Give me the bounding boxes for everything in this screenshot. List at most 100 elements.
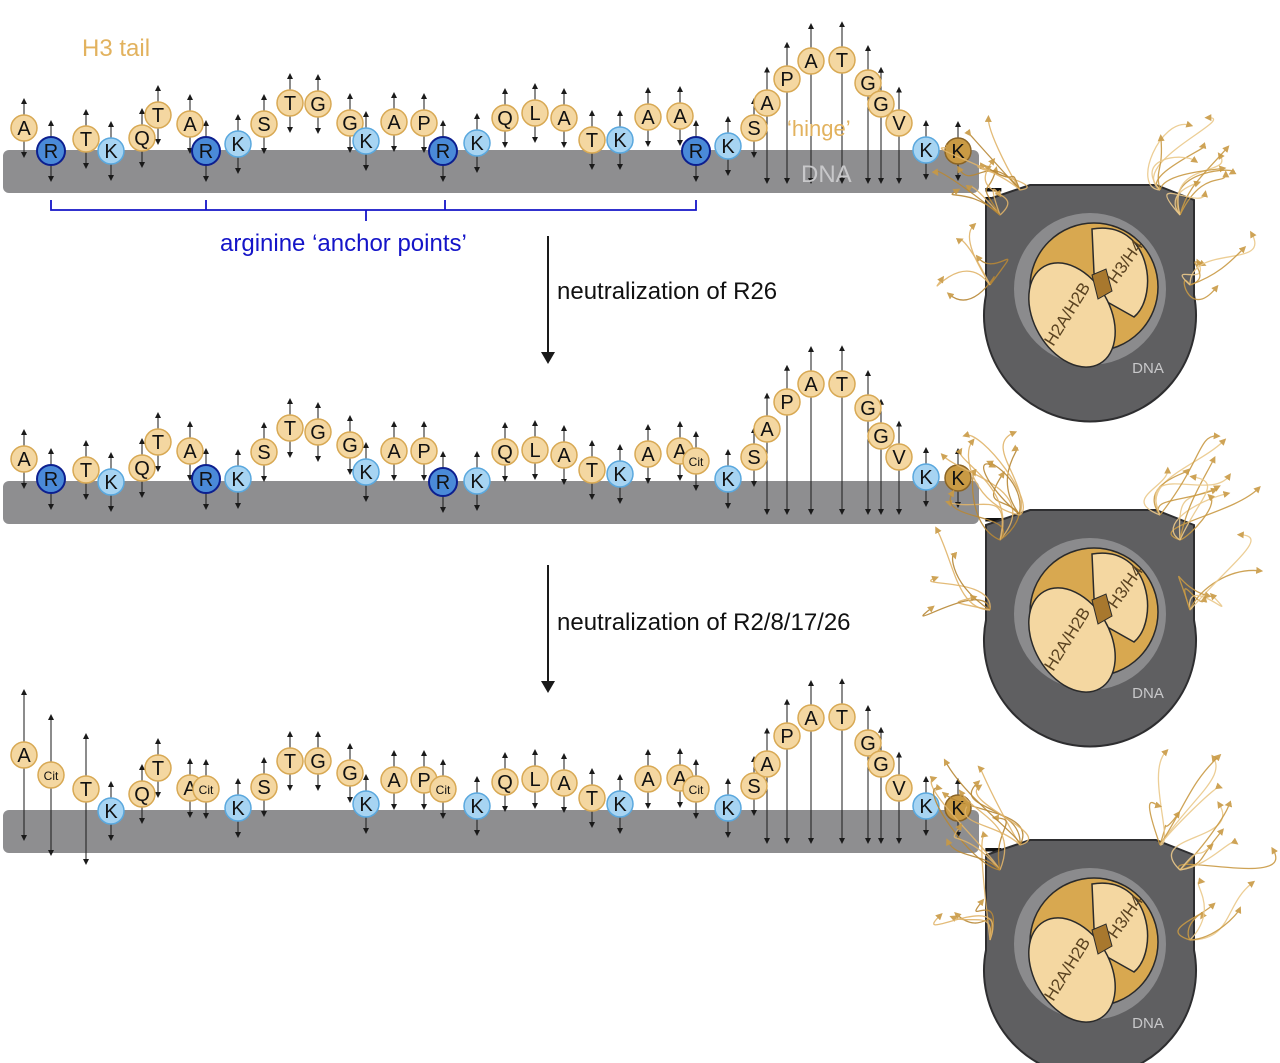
residue-q: Q bbox=[491, 104, 519, 132]
residue-t: T bbox=[276, 414, 304, 442]
residue-circle bbox=[550, 441, 578, 469]
residue-letter: K bbox=[721, 798, 735, 820]
residue-k: K bbox=[606, 790, 634, 818]
residue-letter: K bbox=[951, 141, 965, 163]
h2ah2b-lobe bbox=[1028, 587, 1116, 693]
tail-strand bbox=[930, 575, 991, 611]
tail-strand bbox=[945, 500, 1004, 541]
tail-strand bbox=[1159, 753, 1222, 846]
residue-circle bbox=[912, 136, 940, 164]
residue-circle bbox=[276, 414, 304, 442]
residue-letter: A bbox=[641, 769, 655, 791]
residue-circle bbox=[224, 465, 252, 493]
tail-strand bbox=[1151, 156, 1199, 191]
residue-circle bbox=[491, 768, 519, 796]
residue-circle bbox=[885, 774, 913, 802]
residue-letter: Q bbox=[134, 128, 150, 150]
residue-v: V bbox=[885, 774, 913, 802]
residue-letter: Q bbox=[497, 108, 513, 130]
step1-label: neutralization of R26 bbox=[557, 278, 777, 305]
residue-letter: K bbox=[104, 801, 118, 823]
residue-l: L bbox=[521, 765, 549, 793]
residue-circle bbox=[912, 792, 940, 820]
tail-strand bbox=[955, 447, 1004, 541]
residue-circle bbox=[867, 750, 895, 778]
residue-circle bbox=[606, 460, 634, 488]
tail-strand bbox=[1148, 801, 1163, 846]
residue-a: A bbox=[380, 437, 408, 465]
residue-circle bbox=[37, 761, 65, 789]
tail-strand bbox=[958, 789, 1006, 871]
residue-circle bbox=[224, 794, 252, 822]
residue-t: T bbox=[72, 125, 100, 153]
residue-letter: G bbox=[860, 733, 876, 755]
residue-circle bbox=[773, 722, 801, 750]
motion-arrows bbox=[21, 678, 961, 865]
residue-letter: P bbox=[780, 69, 793, 91]
residue-letter: K bbox=[721, 469, 735, 491]
residue-circle bbox=[797, 370, 825, 398]
tail-strand bbox=[954, 912, 993, 941]
residue-letter: A bbox=[17, 745, 31, 767]
tail-strand bbox=[985, 166, 1001, 216]
tail-strand bbox=[922, 599, 991, 617]
residue-circle bbox=[176, 110, 204, 138]
residue-letter: T bbox=[80, 129, 92, 151]
residue-circle bbox=[380, 766, 408, 794]
residue-circle bbox=[191, 136, 221, 166]
tail-strand bbox=[1177, 152, 1225, 216]
residue-r: R bbox=[191, 136, 221, 166]
tail-strand bbox=[1178, 575, 1212, 611]
tail-strand bbox=[1189, 592, 1223, 611]
tail-strand bbox=[1179, 473, 1209, 541]
tail-strand bbox=[1179, 828, 1224, 871]
residue-s: S bbox=[250, 773, 278, 801]
residue-cit: Cit bbox=[429, 775, 457, 803]
residue-letter: T bbox=[836, 707, 848, 729]
residue-letter: V bbox=[892, 778, 906, 800]
residue-g: G bbox=[336, 431, 364, 459]
tail-strand bbox=[953, 823, 1001, 871]
residue-a: A bbox=[550, 769, 578, 797]
residue-circle bbox=[681, 136, 711, 166]
residue-letter: K bbox=[470, 471, 484, 493]
residue-q: Q bbox=[128, 780, 156, 808]
residue-k: K bbox=[463, 792, 491, 820]
dna-bar-2 bbox=[3, 481, 979, 524]
residue-circle bbox=[336, 759, 364, 787]
tail-strand bbox=[1189, 880, 1256, 941]
histone-tail-tangle bbox=[929, 749, 1278, 941]
residue-circle bbox=[10, 741, 38, 769]
residue-k: K bbox=[912, 136, 940, 164]
tail-strand bbox=[1179, 843, 1214, 871]
tail-strand bbox=[950, 551, 991, 611]
residue-l: L bbox=[521, 99, 549, 127]
tail-strand bbox=[1166, 190, 1208, 216]
h2ah2b-lobe bbox=[1028, 262, 1116, 368]
tail-strand bbox=[1154, 473, 1231, 516]
residue-circle bbox=[463, 467, 491, 495]
residue-a: A bbox=[797, 47, 825, 75]
residue-letter: R bbox=[199, 469, 213, 491]
residue-p: P bbox=[773, 388, 801, 416]
residue-circle bbox=[428, 467, 458, 497]
residue-letter: Q bbox=[497, 442, 513, 464]
residue-a: A bbox=[550, 104, 578, 132]
residue-q: Q bbox=[491, 438, 519, 466]
residue-letter: K bbox=[919, 796, 933, 818]
residue-letter: G bbox=[860, 398, 876, 420]
tail-strand bbox=[962, 430, 1024, 516]
residue-g: G bbox=[854, 394, 882, 422]
tail-strand bbox=[1157, 134, 1165, 191]
residue-circle bbox=[429, 775, 457, 803]
residue-cit: Cit bbox=[37, 761, 65, 789]
residue-circle bbox=[773, 65, 801, 93]
tail-strand bbox=[984, 114, 1021, 191]
residue-letter: A bbox=[557, 108, 571, 130]
residue-letter: A bbox=[641, 444, 655, 466]
residue-circle bbox=[521, 436, 549, 464]
residue-letter: K bbox=[104, 472, 118, 494]
octamer-core-notch bbox=[1091, 593, 1113, 625]
residue-letter: A bbox=[557, 773, 571, 795]
tail-strand bbox=[1189, 877, 1206, 941]
